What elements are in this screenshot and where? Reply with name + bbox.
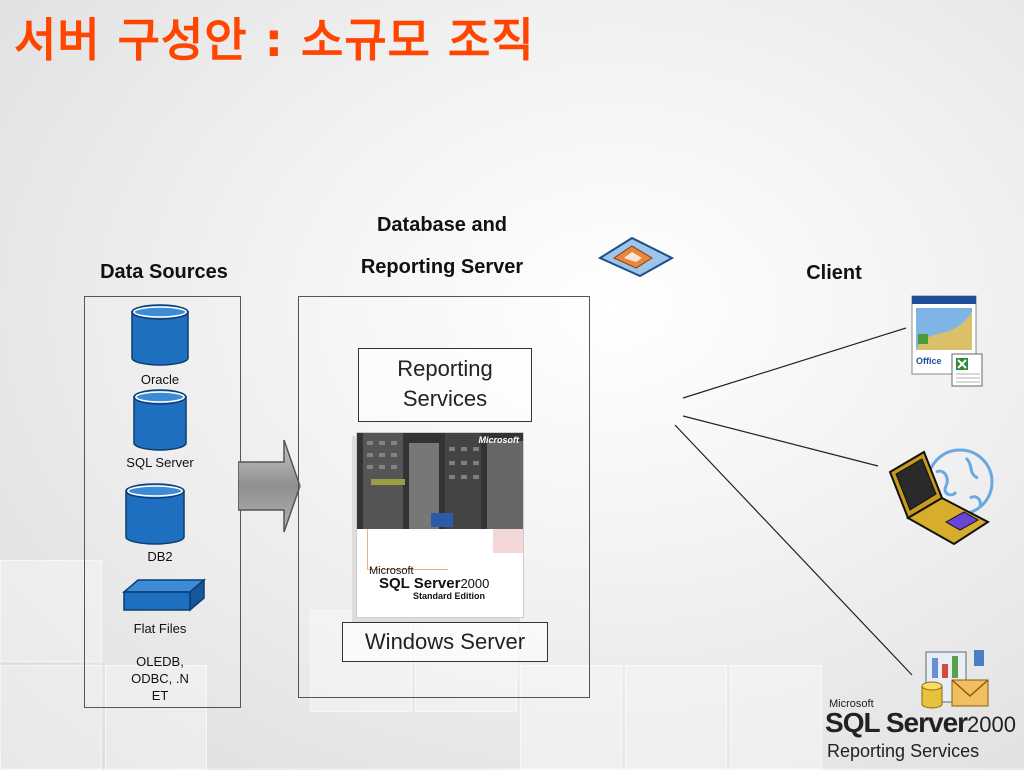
background-tile: [0, 665, 102, 770]
sql-server-box: Microsoft Microsoft SQL Server2000 Stand…: [356, 432, 524, 618]
reporting-services-icon: [921, 650, 989, 709]
diamond-connector-icon: [597, 236, 675, 278]
logo-product: SQL Server: [825, 707, 968, 738]
database-cylinder-icon: [125, 483, 185, 545]
sql-box-product: SQL Server: [379, 575, 461, 592]
office-xp-excel-icon: Office: [911, 295, 983, 387]
background-tile: [625, 665, 727, 770]
sql-box-brand: Microsoft: [369, 565, 414, 577]
page-title: 서버 구성안 : 소규모 조직: [14, 13, 535, 67]
sql-server-reporting-logo: Microsoft SQL Server2000 Reporting Servi…: [825, 698, 1016, 762]
sql-box-edition: Standard Edition: [413, 591, 485, 601]
reporting-services-line1: Reporting: [397, 356, 493, 381]
sql-box-version: 2000: [460, 576, 490, 591]
logo-subtitle: Reporting Services: [827, 741, 980, 761]
data-flow-arrow-icon: [238, 439, 301, 533]
database-cylinder-icon: [131, 304, 189, 366]
data-source-label: Flat Files: [133, 621, 187, 636]
flat-file-slab-icon: [122, 578, 206, 612]
background-tile: [0, 560, 102, 662]
connectivity-label-line1: OLEDB,: [136, 654, 184, 669]
logo-brand: Microsoft: [829, 698, 874, 710]
reporting-services-line2: Services: [402, 386, 488, 411]
reporting-services-box: Reporting Services: [358, 348, 532, 422]
connectivity-label-line3: ET: [151, 688, 169, 703]
background-tile: [730, 665, 822, 770]
server-heading-line1: Database and: [376, 214, 508, 236]
sql-box-product-line: SQL Server2000: [379, 575, 489, 593]
sql-box-brand-tag: Microsoft: [478, 435, 520, 445]
data-source-label: Oracle: [140, 372, 180, 387]
data-sources-heading: Data Sources: [100, 261, 228, 283]
sql-box-orange-lines: [367, 529, 448, 570]
logo-version: 2000: [967, 712, 1016, 737]
server-heading-line2: Reporting Server: [360, 256, 524, 278]
database-cylinder-icon: [133, 389, 187, 451]
client-heading: Client: [806, 262, 862, 284]
city-buildings-image: [357, 433, 523, 529]
windows-server-box: Windows Server: [342, 622, 548, 662]
connectivity-label-line2: ODBC, .N: [131, 671, 189, 686]
logo-product-line: SQL Server2000: [825, 707, 1016, 741]
sql-box-pink-accent: [493, 529, 523, 553]
data-source-label: DB2: [147, 549, 173, 564]
svg-text:Office: Office: [916, 356, 942, 366]
data-source-label: SQL Server: [126, 455, 194, 470]
laptop-globe-icon: [888, 448, 994, 546]
background-tile: [520, 665, 622, 770]
